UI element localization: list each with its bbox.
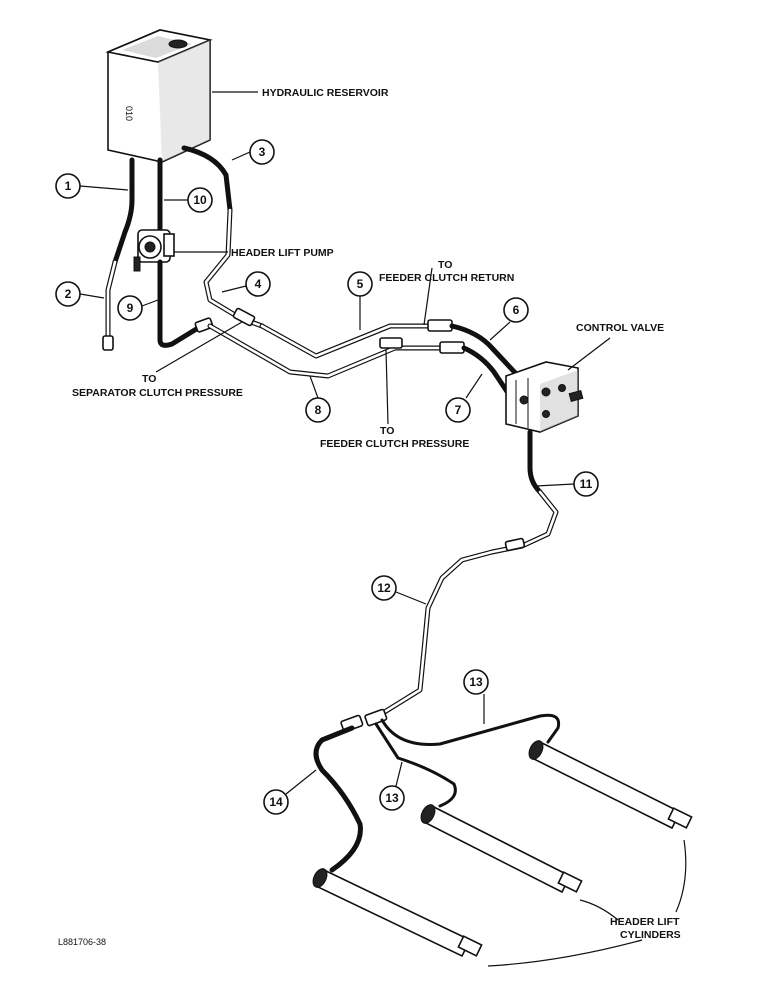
feeder-return-label-line1: TO [438,259,452,271]
svg-text:13: 13 [385,791,399,805]
reservoir-marking: 010 [124,106,134,121]
hose-13-lower [374,722,457,808]
svg-text:4: 4 [255,277,262,291]
cylinder-leader-middle [579,899,619,921]
hose-9-fitting [194,317,214,333]
callout-7: 7 [445,373,483,423]
cylinder-leader-right [675,839,687,913]
feeder-pressure-label-line2: FEEDER CLUTCH PRESSURE [320,438,469,450]
header-lift-pump-label: HEADER LIFT PUMP [231,247,334,259]
callout-3: 3 [231,139,275,165]
valve-leader [567,337,611,371]
svg-text:5: 5 [357,277,364,291]
return-fitting [427,319,453,332]
callout-13-upper: 13 [463,669,489,724]
svg-text:6: 6 [513,303,520,317]
cylinder-leader-left [487,939,643,967]
hose-6 [449,323,523,381]
svg-text:11: 11 [580,477,593,491]
control-valve-label: CONTROL VALVE [576,322,664,334]
tube-2-fitting [102,335,114,351]
callout-11: 11 [535,471,599,497]
tee-fitting-right [364,708,388,727]
header-lift-cylinders-label-line2: CYLINDERS [620,929,681,941]
header-lift-cylinders-label-line1: HEADER LIFT [610,916,680,928]
svg-text:1: 1 [65,179,72,193]
svg-text:7: 7 [455,403,462,417]
callout-1: 1 [55,173,129,199]
cylinder-left [312,868,483,958]
hose-3 [181,145,233,213]
svg-text:9: 9 [127,301,134,315]
callout-14: 14 [263,769,317,815]
svg-text:12: 12 [377,581,391,595]
pressure-fitting [439,341,465,354]
callout-6: 6 [489,297,529,341]
hydraulic-reservoir-label: HYDRAULIC RESERVOIR [262,87,389,99]
callout-8: 8 [305,375,331,423]
hydraulic-reservoir: 010 [105,29,213,163]
tube-12-coupler [504,537,526,552]
svg-text:8: 8 [315,403,322,417]
feeder-pressure-leader [385,349,389,425]
junction-fitting-b [379,337,403,349]
header-lift-pump [133,229,175,272]
cylinder-right [528,740,693,830]
svg-text:2: 2 [65,287,72,301]
feeder-pressure-label-line1: TO [380,425,394,437]
hose-13-upper [380,713,561,746]
callout-4: 4 [221,271,271,297]
separator-pressure-leader [155,321,243,373]
hose-7 [461,345,517,405]
hose-14 [313,725,363,873]
hose-9 [157,259,201,348]
callout-9: 9 [117,295,159,321]
callout-10: 10 [164,187,213,213]
separator-pressure-label-line2: SEPARATOR CLUTCH PRESSURE [72,387,243,399]
junction-fitting-a [232,307,256,327]
callout-5: 5 [347,271,373,330]
feeder-return-leader [423,267,433,326]
tube-4 [203,207,265,329]
callout-13-lower: 13 [379,761,405,811]
callout-2: 2 [55,281,105,307]
hose-1 [112,157,135,265]
callout-12: 12 [371,575,427,605]
cylinder-middle [420,804,583,894]
feeder-return-label-line2: FEEDER CLUTCH RETURN [379,272,514,284]
svg-text:10: 10 [193,193,207,207]
control-valve [505,361,584,433]
svg-text:13: 13 [469,675,483,689]
figure-id: L881706-38 [58,937,106,947]
hose-11 [527,429,543,495]
svg-text:3: 3 [259,145,266,159]
svg-text:14: 14 [269,795,283,809]
separator-pressure-label-line1: TO [142,373,156,385]
